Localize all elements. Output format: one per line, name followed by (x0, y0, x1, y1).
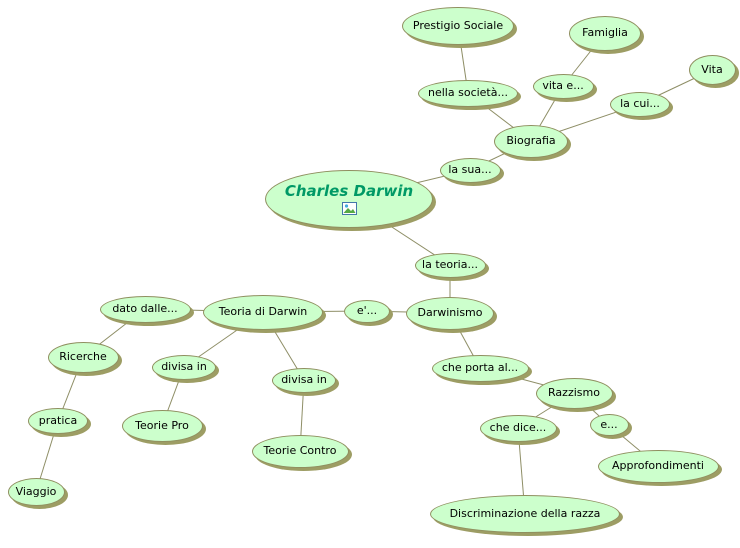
node-label: Razzismo (548, 385, 600, 399)
node-label: Darwinismo (417, 305, 483, 319)
node-label: Prestigio Sociale (412, 18, 504, 32)
node-label: Biografia (506, 133, 556, 147)
concept-node-la-sua[interactable]: la sua... (439, 157, 501, 183)
concept-node-discriminazione[interactable]: Discriminazione della razza (430, 495, 620, 533)
node-label: che porta al... (441, 360, 519, 374)
node-label: Charles Darwin (284, 181, 414, 200)
concept-node-darwinismo[interactable]: Darwinismo (406, 296, 494, 330)
node-label: nella società... (428, 85, 508, 99)
concept-node-prestigio-sociale[interactable]: Prestigio Sociale (402, 7, 514, 45)
node-label: Teoria di Darwin (218, 304, 308, 318)
node-label: Ricerche (59, 349, 107, 363)
concept-node-vita[interactable]: Vita (688, 55, 736, 85)
node-label: divisa in (281, 372, 327, 386)
concept-node-la-teoria[interactable]: la teoria... (414, 252, 486, 278)
node-label: dato dalle... (112, 301, 178, 315)
concept-node-dato-dalle[interactable]: dato dalle... (99, 295, 191, 323)
node-label: Teorie Pro (135, 418, 189, 432)
concept-node-viaggio[interactable]: Viaggio (7, 478, 65, 506)
node-label: Viaggio (15, 484, 57, 498)
concept-node-nella-societa[interactable]: nella società... (418, 79, 518, 107)
concept-node-e-puntini[interactable]: e... (589, 414, 629, 436)
node-label: vita e... (542, 78, 584, 92)
concept-node-divisa-in-2[interactable]: divisa in (272, 367, 336, 393)
concept-node-charles-darwin[interactable]: Charles Darwin (265, 170, 433, 228)
concept-node-che-dice[interactable]: che dice... (479, 414, 557, 442)
concept-node-e-apostrofo[interactable]: e'... (344, 299, 390, 323)
node-label: e'... (356, 303, 378, 317)
node-label: Famiglia (582, 25, 628, 39)
concept-node-che-porta-al[interactable]: che porta al... (431, 354, 529, 382)
node-label: Discriminazione della razza (449, 506, 601, 520)
concept-node-pratica[interactable]: pratica (28, 408, 88, 434)
concept-node-teorie-pro[interactable]: Teorie Pro (121, 410, 203, 442)
node-label: pratica (38, 413, 78, 427)
node-label: Teorie Contro (263, 443, 337, 457)
concept-node-approfondimenti[interactable]: Approfondimenti (597, 449, 719, 483)
concept-node-ricerche[interactable]: Ricerche (47, 341, 119, 373)
node-label: divisa in (161, 359, 207, 373)
node-label: Approfondimenti (612, 458, 704, 472)
node-label: la cui... (620, 96, 660, 110)
concept-node-teorie-contro[interactable]: Teorie Contro (251, 434, 349, 468)
image-resource-icon[interactable] (341, 202, 357, 216)
concept-node-vita-e[interactable]: vita e... (532, 73, 594, 99)
concept-node-teoria-di-darwin[interactable]: Teoria di Darwin (203, 294, 323, 330)
node-label: la teoria... (422, 257, 478, 271)
node-label: Vita (701, 62, 723, 76)
concept-node-la-cui[interactable]: la cui... (610, 91, 670, 117)
node-label: e... (600, 417, 618, 431)
node-label: la sua... (448, 162, 492, 176)
concept-node-biografia[interactable]: Biografia (494, 124, 568, 158)
node-label: che dice... (489, 420, 547, 434)
concept-node-razzismo[interactable]: Razzismo (535, 377, 613, 409)
concept-node-famiglia[interactable]: Famiglia (569, 15, 641, 51)
concept-node-divisa-in-1[interactable]: divisa in (152, 354, 216, 380)
